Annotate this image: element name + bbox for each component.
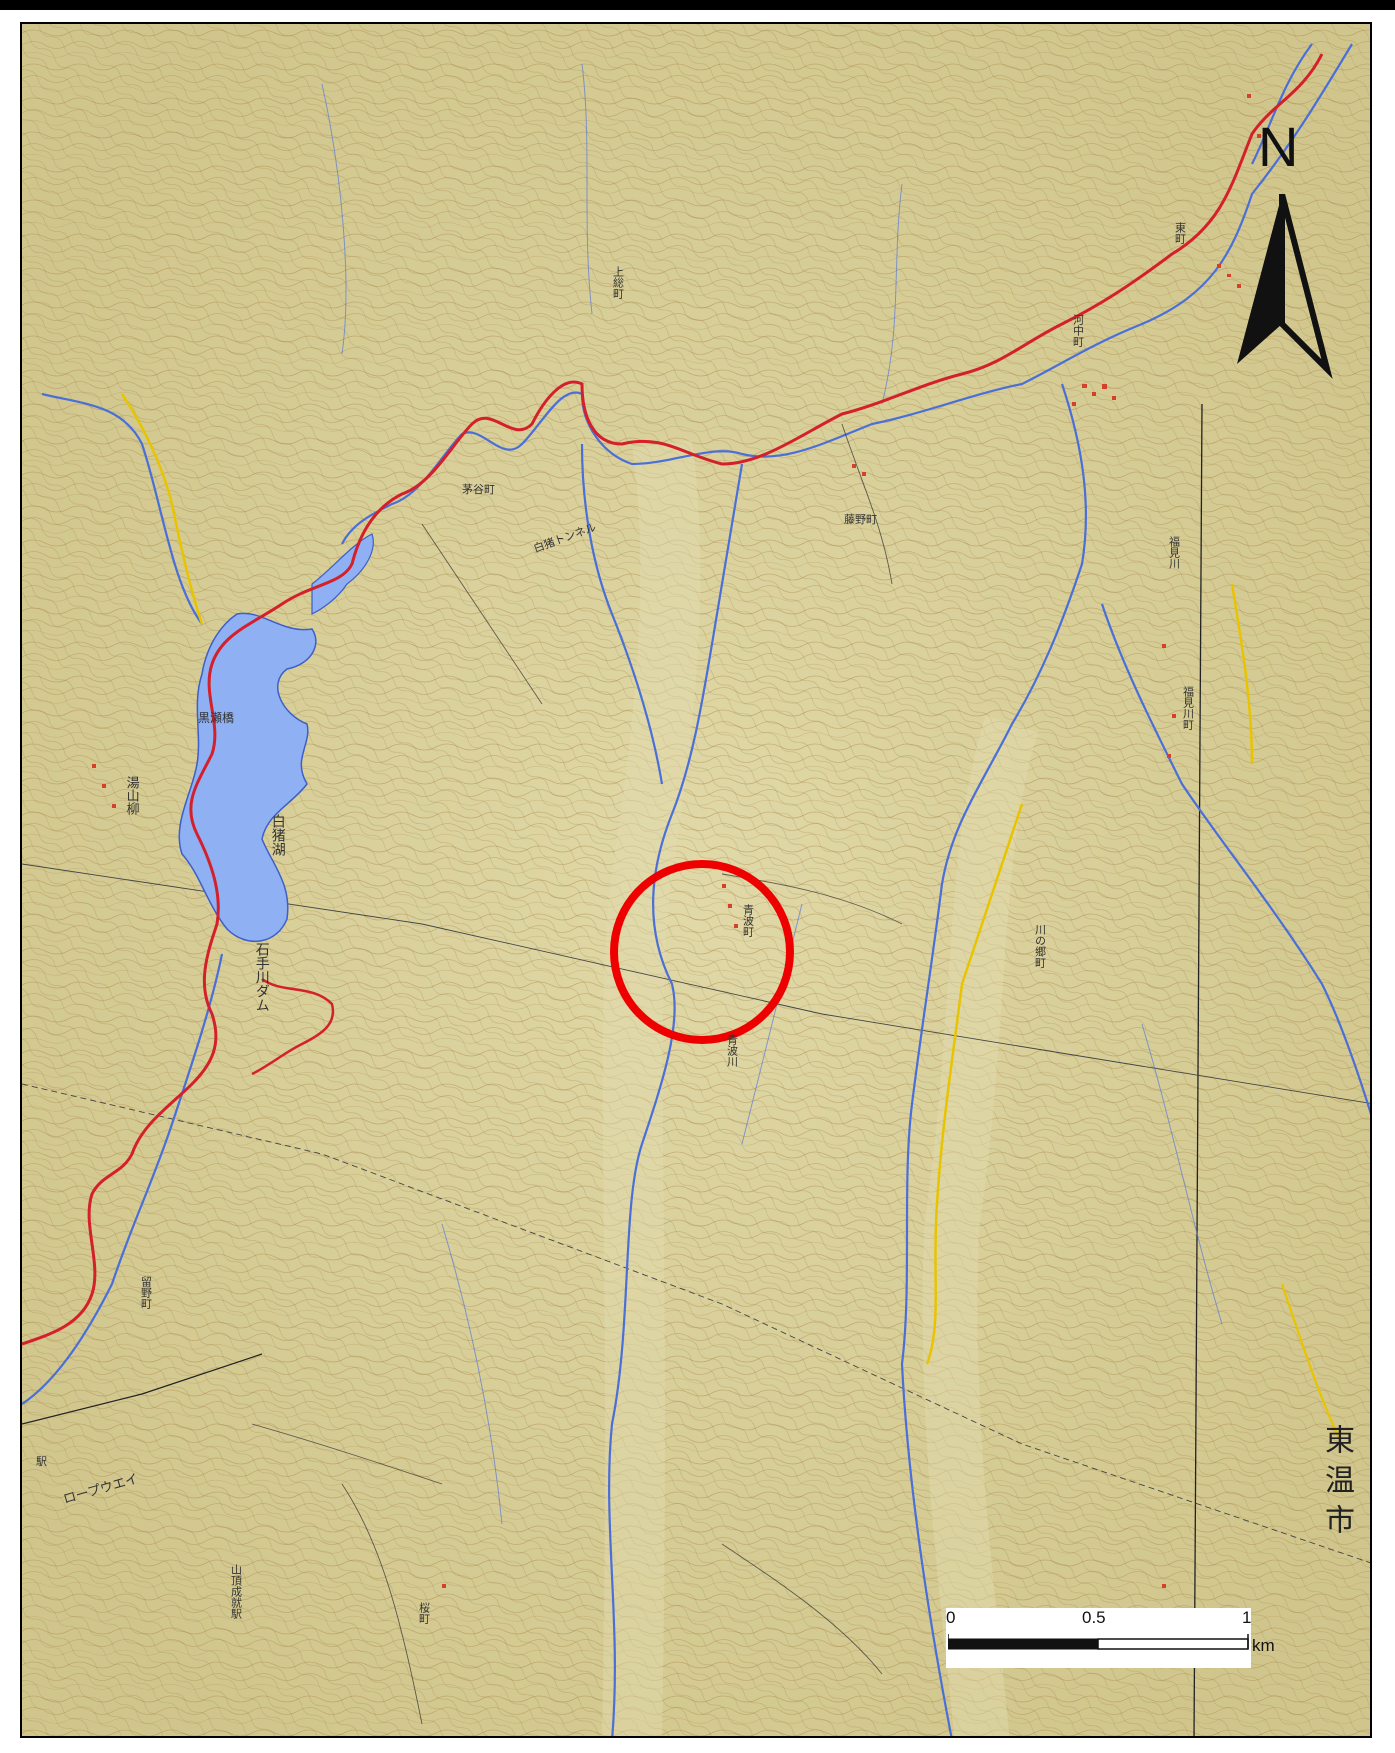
top-rule [0, 0, 1395, 10]
north-arrow-shape [1237, 194, 1333, 379]
ropeway-line [22, 1353, 263, 1425]
city-label: 東温市 [1319, 1424, 1354, 1544]
scale-bar-background [946, 1608, 1251, 1668]
shirakaba-lake [178, 612, 317, 943]
label-kamikumo: 上総町 [611, 266, 625, 299]
trails [251, 423, 903, 1725]
map-frame[interactable]: N 東温市 白猪湖 石手川ダム 黒瀬橋 湯山柳 上総町 藤野町 茅谷町 白猪トン… [20, 22, 1372, 1738]
label-fukumikawa-machi: 福見川町 [1181, 686, 1195, 730]
valley-band [602, 439, 701, 1736]
scale-bar-graphic [948, 1634, 1249, 1650]
north-arrow-icon: N [1232, 119, 1342, 379]
topographic-map[interactable] [22, 24, 1372, 1738]
circle-marker-icon[interactable] [610, 860, 794, 1044]
label-dam: 石手川ダム [253, 942, 270, 1012]
label-fujino: 藤野町 [844, 513, 877, 526]
label-ishite-river: 青波川 [725, 1034, 739, 1067]
label-tomeno: 留野町 [139, 1276, 153, 1309]
valley-band [922, 715, 1039, 1736]
yellow-road [1230, 583, 1254, 765]
label-ebi-station: 駅 [36, 1455, 47, 1468]
boundary-line [22, 1083, 1370, 1564]
label-sancho-station: 山頂成就駅 [229, 1564, 243, 1619]
label-sakura: 桜町 [417, 1602, 431, 1624]
label-aoba: 青波町 [741, 904, 755, 937]
label-bridge: 黒瀬橋 [198, 711, 235, 725]
yellow-road [925, 803, 1024, 1365]
north-label: N [1258, 115, 1299, 178]
scale-label-1: 1 [1242, 1608, 1252, 1627]
label-kawachi: 河中町 [1071, 314, 1085, 347]
minor-streams [321, 63, 1223, 1525]
label-higashi: 東町 [1173, 222, 1187, 244]
label-fukumikawa: 福見川 [1167, 536, 1181, 569]
scale-label-0: 0 [946, 1608, 956, 1627]
scale-unit: km [1252, 1636, 1275, 1655]
boundary-line [1193, 403, 1203, 1736]
label-kaya: 茅谷町 [462, 483, 495, 496]
red-road [22, 53, 1324, 1346]
label-lake: 白猪湖 [269, 814, 286, 856]
settlements [92, 94, 1261, 1588]
label-yuyama: 湯山柳 [123, 776, 139, 815]
scale-bar: 0 0.5 1 km [946, 1608, 1286, 1678]
red-road-spur [251, 977, 335, 1076]
scale-label-half: 0.5 [1082, 1608, 1106, 1627]
yellow-road [120, 393, 204, 625]
yellow-road [1280, 1283, 1343, 1445]
label-kawanochi: 川の郷町 [1033, 924, 1047, 968]
